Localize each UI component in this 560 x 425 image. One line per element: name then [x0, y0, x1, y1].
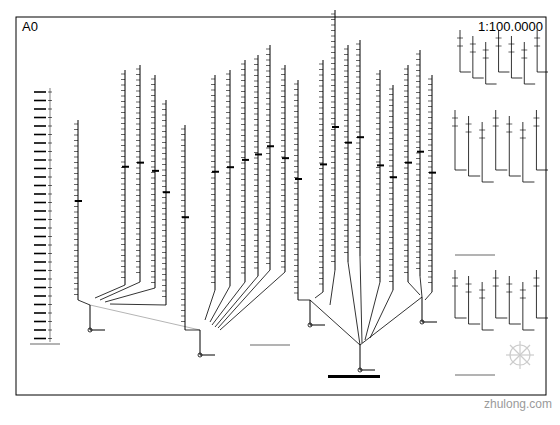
watermark: zhulong.com: [484, 398, 552, 410]
sheet-size: A0: [22, 20, 38, 33]
drawing-scale: 1:100.0000: [478, 20, 543, 33]
